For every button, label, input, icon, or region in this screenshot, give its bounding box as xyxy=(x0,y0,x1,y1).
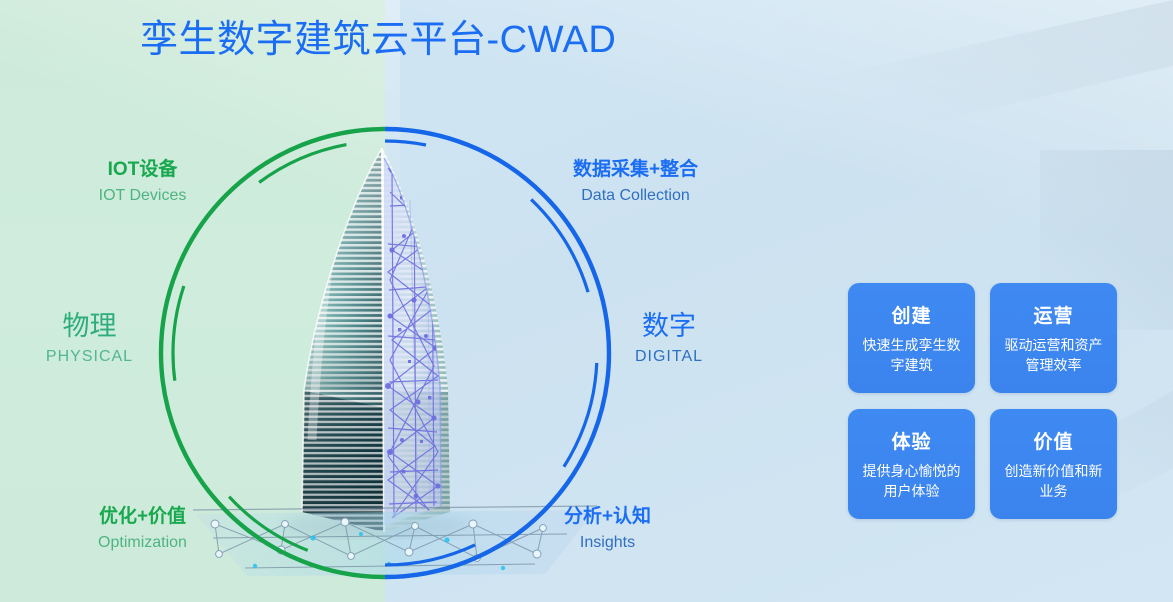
ring-label-insights-en: Insights xyxy=(579,533,636,551)
page-title: 孪生数字建筑云平台-CWAD xyxy=(140,19,617,61)
card-create-desc: 快速生成孪生数字建筑 xyxy=(862,336,961,373)
card-create-title: 创建 xyxy=(891,305,932,327)
card-experience-title: 体验 xyxy=(891,431,932,453)
ring-label-data-collection: 数据采集+整合 Data Collection xyxy=(548,158,723,206)
side-label-physical-en: PHYSICAL xyxy=(45,348,134,366)
ring-label-optimization-cn: 优化+价值 xyxy=(98,506,187,527)
side-label-digital-cn: 数字 xyxy=(642,311,696,341)
ring-label-iot: IOT设备 IOT Devices xyxy=(70,158,215,206)
value-cards-grid: 创建 快速生成孪生数字建筑 运营 驱动运营和资产管理效率 体验 提供身心愉悦的用… xyxy=(848,283,1133,519)
ring-label-data-collection-en: Data Collection xyxy=(581,186,690,204)
side-label-physical-cn: 物理 xyxy=(62,311,117,341)
ring-label-optimization-en: Optimization xyxy=(98,533,187,551)
ring-label-insights-cn: 分析+认知 xyxy=(563,506,652,527)
ring-label-iot-en: IOT Devices xyxy=(98,186,187,204)
card-experience-desc: 提供身心愉悦的用户体验 xyxy=(862,462,961,499)
side-label-physical: 物理 PHYSICAL xyxy=(22,310,157,367)
card-experience[interactable]: 体验 提供身心愉悦的用户体验 xyxy=(848,409,975,519)
card-operate-desc: 驱动运营和资产管理效率 xyxy=(1004,336,1103,373)
card-value[interactable]: 价值 创造新价值和新业务 xyxy=(990,409,1117,519)
ring-label-optimization: 优化+价值 Optimization xyxy=(70,505,215,553)
ring-label-insights: 分析+认知 Insights xyxy=(540,505,675,553)
card-create[interactable]: 创建 快速生成孪生数字建筑 xyxy=(848,283,975,393)
card-operate-title: 运营 xyxy=(1033,305,1074,327)
twin-loop-ring xyxy=(150,125,630,585)
card-value-title: 价值 xyxy=(1033,431,1074,453)
ring-label-data-collection-cn: 数据采集+整合 xyxy=(572,159,699,180)
side-label-digital: 数字 DIGITAL xyxy=(610,310,728,367)
card-operate[interactable]: 运营 驱动运营和资产管理效率 xyxy=(990,283,1117,393)
card-value-desc: 创造新价值和新业务 xyxy=(1004,462,1103,499)
ring-label-iot-cn: IOT设备 xyxy=(107,159,178,180)
side-label-digital-en: DIGITAL xyxy=(634,348,704,366)
